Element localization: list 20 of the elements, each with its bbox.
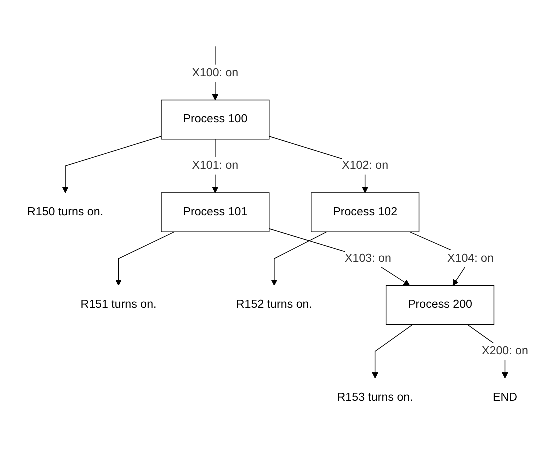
edge-label: X104: on [448,252,494,266]
arrow [372,324,414,380]
edge-label: X103: on [345,252,392,266]
node-text: R151 turns on. [80,299,157,312]
node-text: R150 turns on. [28,206,104,219]
edge-label: X101: on [192,160,239,172]
arrow [62,136,162,194]
edge-label: X102: on [342,160,389,172]
arrow [271,232,328,286]
node-text: R153 turns on. [337,392,414,404]
node-box: Process 200 [386,286,495,326]
edge-label: X100: on [192,67,239,80]
node-text: R152 turns on. [236,299,312,312]
arrow [116,232,175,286]
node-box: Process 101 [161,192,270,233]
node-box: Process 102 [311,192,420,233]
node-box: Process 100 [161,100,270,140]
edge-label: X200: on [482,345,528,358]
arrow [269,228,410,286]
node-text: END [493,392,518,404]
